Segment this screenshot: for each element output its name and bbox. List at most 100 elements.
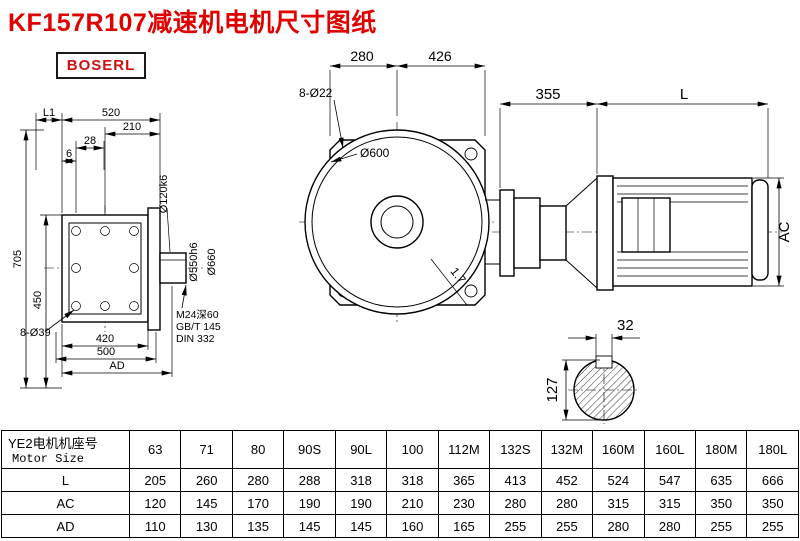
dim-spigot-O550h6: Ø550h6 bbox=[188, 242, 200, 281]
dim-127: 127 bbox=[544, 377, 561, 402]
note-gbt-145: GB/T 145 bbox=[176, 321, 221, 333]
size-col-header: 132M bbox=[540, 430, 594, 469]
dim-L: L bbox=[680, 86, 688, 103]
dim-value-cell: 350 bbox=[746, 491, 799, 515]
chamfer-line bbox=[430, 258, 468, 306]
terminal-box bbox=[621, 197, 671, 253]
dim-520: 520 bbox=[102, 107, 120, 119]
dim-8xO22: 8-Ø22 bbox=[299, 86, 333, 100]
size-col-header: 100 bbox=[386, 430, 439, 469]
dim-value-cell: 524 bbox=[592, 468, 645, 492]
brand-logo: BOSERL bbox=[56, 52, 146, 79]
row-label-AC: AC bbox=[1, 491, 130, 515]
size-col-header: 90S bbox=[283, 430, 336, 469]
size-col-header: 112M bbox=[437, 430, 491, 469]
header-label-cn: YE2电机机座号 bbox=[8, 436, 98, 451]
row-label-AD: AD bbox=[1, 514, 130, 538]
table-row-L: L 205 260 280 288 318 318 365 413 452 52… bbox=[1, 468, 799, 492]
side-view-dimensions: L1 520 210 28 6 705 450 8-Ø39 420 500 AD… bbox=[12, 107, 221, 389]
bolt-holes-8xO39 bbox=[71, 226, 139, 311]
table-row-AC: AC 120 145 170 190 190 210 230 280 280 3… bbox=[1, 491, 799, 515]
dim-value-cell: 255 bbox=[540, 514, 594, 538]
dim-450: 450 bbox=[32, 291, 44, 309]
dim-705: 705 bbox=[12, 250, 24, 268]
size-col-header: 90L bbox=[334, 430, 388, 469]
cone-top bbox=[565, 177, 598, 207]
dim-value-cell: 190 bbox=[283, 491, 336, 515]
keyway-slot bbox=[595, 355, 613, 369]
dim-value-cell: 280 bbox=[231, 468, 285, 492]
dim-210: 210 bbox=[123, 121, 141, 133]
dim-355: 355 bbox=[535, 86, 560, 103]
motor-flange bbox=[596, 175, 614, 291]
dim-420: 420 bbox=[96, 333, 114, 345]
size-col-header: 132S bbox=[489, 430, 542, 469]
dim-value-cell: 635 bbox=[694, 468, 748, 492]
dim-28: 28 bbox=[84, 135, 96, 147]
dim-value-cell: 260 bbox=[180, 468, 233, 492]
dim-value-cell: 255 bbox=[489, 514, 542, 538]
page-title: KF157R107减速机电机尺寸图纸 bbox=[8, 9, 377, 37]
dim-value-cell: 280 bbox=[592, 514, 645, 538]
gearbox-body bbox=[61, 214, 149, 323]
size-col-header: 180M bbox=[694, 430, 748, 469]
dim-value-cell: 318 bbox=[334, 468, 388, 492]
dim-value-cell: 145 bbox=[283, 514, 336, 538]
dim-value-cell: 413 bbox=[489, 468, 542, 492]
table-header-motor-size: YE2电机机座号 Motor Size bbox=[1, 430, 130, 469]
table-header-row: YE2电机机座号 Motor Size 63 71 80 90S 90L 100… bbox=[1, 430, 799, 469]
motor-view-dimensions: 355 L AC bbox=[499, 86, 793, 287]
dim-500: 500 bbox=[97, 346, 115, 358]
dim-value-cell: 205 bbox=[128, 468, 182, 492]
dim-value-cell: 120 bbox=[128, 491, 182, 515]
adapter-step-1 bbox=[513, 197, 541, 269]
dimension-table: YE2电机机座号 Motor Size 63 71 80 90S 90L 100… bbox=[1, 430, 799, 538]
flange-rim-inner bbox=[311, 136, 483, 308]
dim-value-cell: 165 bbox=[437, 514, 491, 538]
dim-value-cell: 210 bbox=[386, 491, 439, 515]
dim-value-cell: 255 bbox=[694, 514, 748, 538]
dim-value-cell: 452 bbox=[540, 468, 594, 492]
dim-shaft-O120k6: Ø120k6 bbox=[158, 175, 170, 214]
motor-view: 355 L AC bbox=[492, 86, 793, 291]
output-flange-edge bbox=[147, 207, 161, 331]
dim-value-cell: 318 bbox=[386, 468, 439, 492]
shaft-section-circle bbox=[573, 359, 635, 421]
dim-value-cell: 230 bbox=[437, 491, 491, 515]
shaft-end-view: 32 127 bbox=[544, 317, 640, 424]
size-col-header: 63 bbox=[128, 430, 182, 469]
dim-value-cell: 666 bbox=[746, 468, 799, 492]
dim-280: 280 bbox=[350, 48, 374, 64]
dim-value-cell: 190 bbox=[334, 491, 388, 515]
dim-value-cell: 170 bbox=[231, 491, 285, 515]
cone-bottom bbox=[565, 259, 598, 289]
dim-value-cell: 255 bbox=[746, 514, 799, 538]
cooling-fins bbox=[617, 185, 748, 277]
dim-value-cell: 280 bbox=[643, 514, 696, 538]
dim-value-cell: 315 bbox=[592, 491, 645, 515]
note-din-332: DIN 332 bbox=[176, 333, 215, 345]
dim-value-cell: 547 bbox=[643, 468, 696, 492]
dim-flange-O660: Ø660 bbox=[206, 249, 218, 276]
size-col-header: 80 bbox=[231, 430, 285, 469]
hub-outer bbox=[370, 195, 424, 249]
size-col-header: 71 bbox=[180, 430, 233, 469]
side-view: L1 520 210 28 6 705 450 8-Ø39 420 500 AD… bbox=[12, 107, 221, 389]
dim-value-cell: 315 bbox=[643, 491, 696, 515]
hub-bore bbox=[380, 205, 414, 239]
table-row-AD: AD 110 130 135 145 145 160 165 255 255 2… bbox=[1, 514, 799, 538]
gearbox-body-inner bbox=[68, 222, 142, 315]
shaft-view-dimensions: 32 127 bbox=[544, 317, 640, 421]
dim-value-cell: 135 bbox=[231, 514, 285, 538]
dim-value-cell: 130 bbox=[180, 514, 233, 538]
dim-AC: AC bbox=[776, 221, 793, 242]
size-col-header: 160M bbox=[592, 430, 645, 469]
size-col-header: 160L bbox=[643, 430, 696, 469]
dim-value-cell: 350 bbox=[694, 491, 748, 515]
dim-32: 32 bbox=[617, 317, 634, 334]
dim-O600: Ø600 bbox=[360, 146, 390, 160]
fan-cover bbox=[751, 179, 769, 281]
size-col-header: 180L bbox=[746, 430, 799, 469]
dim-value-cell: 145 bbox=[180, 491, 233, 515]
